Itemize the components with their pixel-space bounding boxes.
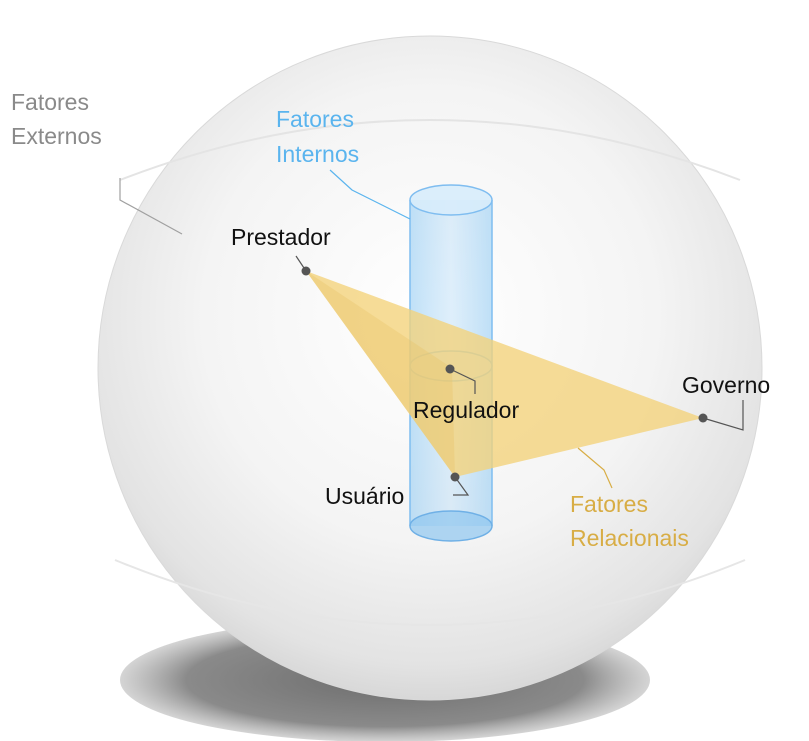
label-prestador: Prestador	[231, 224, 331, 250]
leader-fatores-externos	[119, 178, 183, 235]
label-fatores-internos-line1: Fatores	[276, 106, 354, 132]
leader-regulador	[449, 368, 476, 394]
label-governo: Governo	[682, 372, 770, 398]
node-dot-usuario	[450, 472, 460, 482]
label-fatores-externos-line1: Fatores	[11, 89, 89, 115]
label-usuario: Usuário	[325, 483, 404, 509]
label-regulador: Regulador	[413, 397, 519, 423]
leader-usuario	[453, 476, 470, 496]
sphere-equator-top	[119, 119, 741, 181]
label-fatores-internos-line2: Internos	[276, 141, 359, 167]
triangle-fold-shade	[306, 271, 455, 477]
label-fatores-externos: Fatores Externos	[11, 89, 102, 149]
node-dot-prestador	[301, 266, 311, 276]
triangle-relational-factors	[306, 271, 703, 477]
leader-fatores-relacionais	[577, 447, 613, 489]
leader-governo	[702, 400, 744, 431]
sphere-equator-bottom	[114, 559, 746, 626]
node-dot-regulador	[445, 364, 455, 374]
leader-fatores-internos	[329, 169, 411, 220]
label-fatores-relacionais-line2: Relacionais	[570, 525, 689, 551]
label-fatores-externos-line2: Externos	[11, 123, 102, 149]
label-fatores-relacionais-line1: Fatores	[570, 491, 648, 517]
label-fatores-internos: Fatores Internos	[276, 106, 360, 167]
node-dot-governo	[698, 413, 708, 423]
label-fatores-relacionais: Fatores Relacionais	[570, 491, 689, 551]
